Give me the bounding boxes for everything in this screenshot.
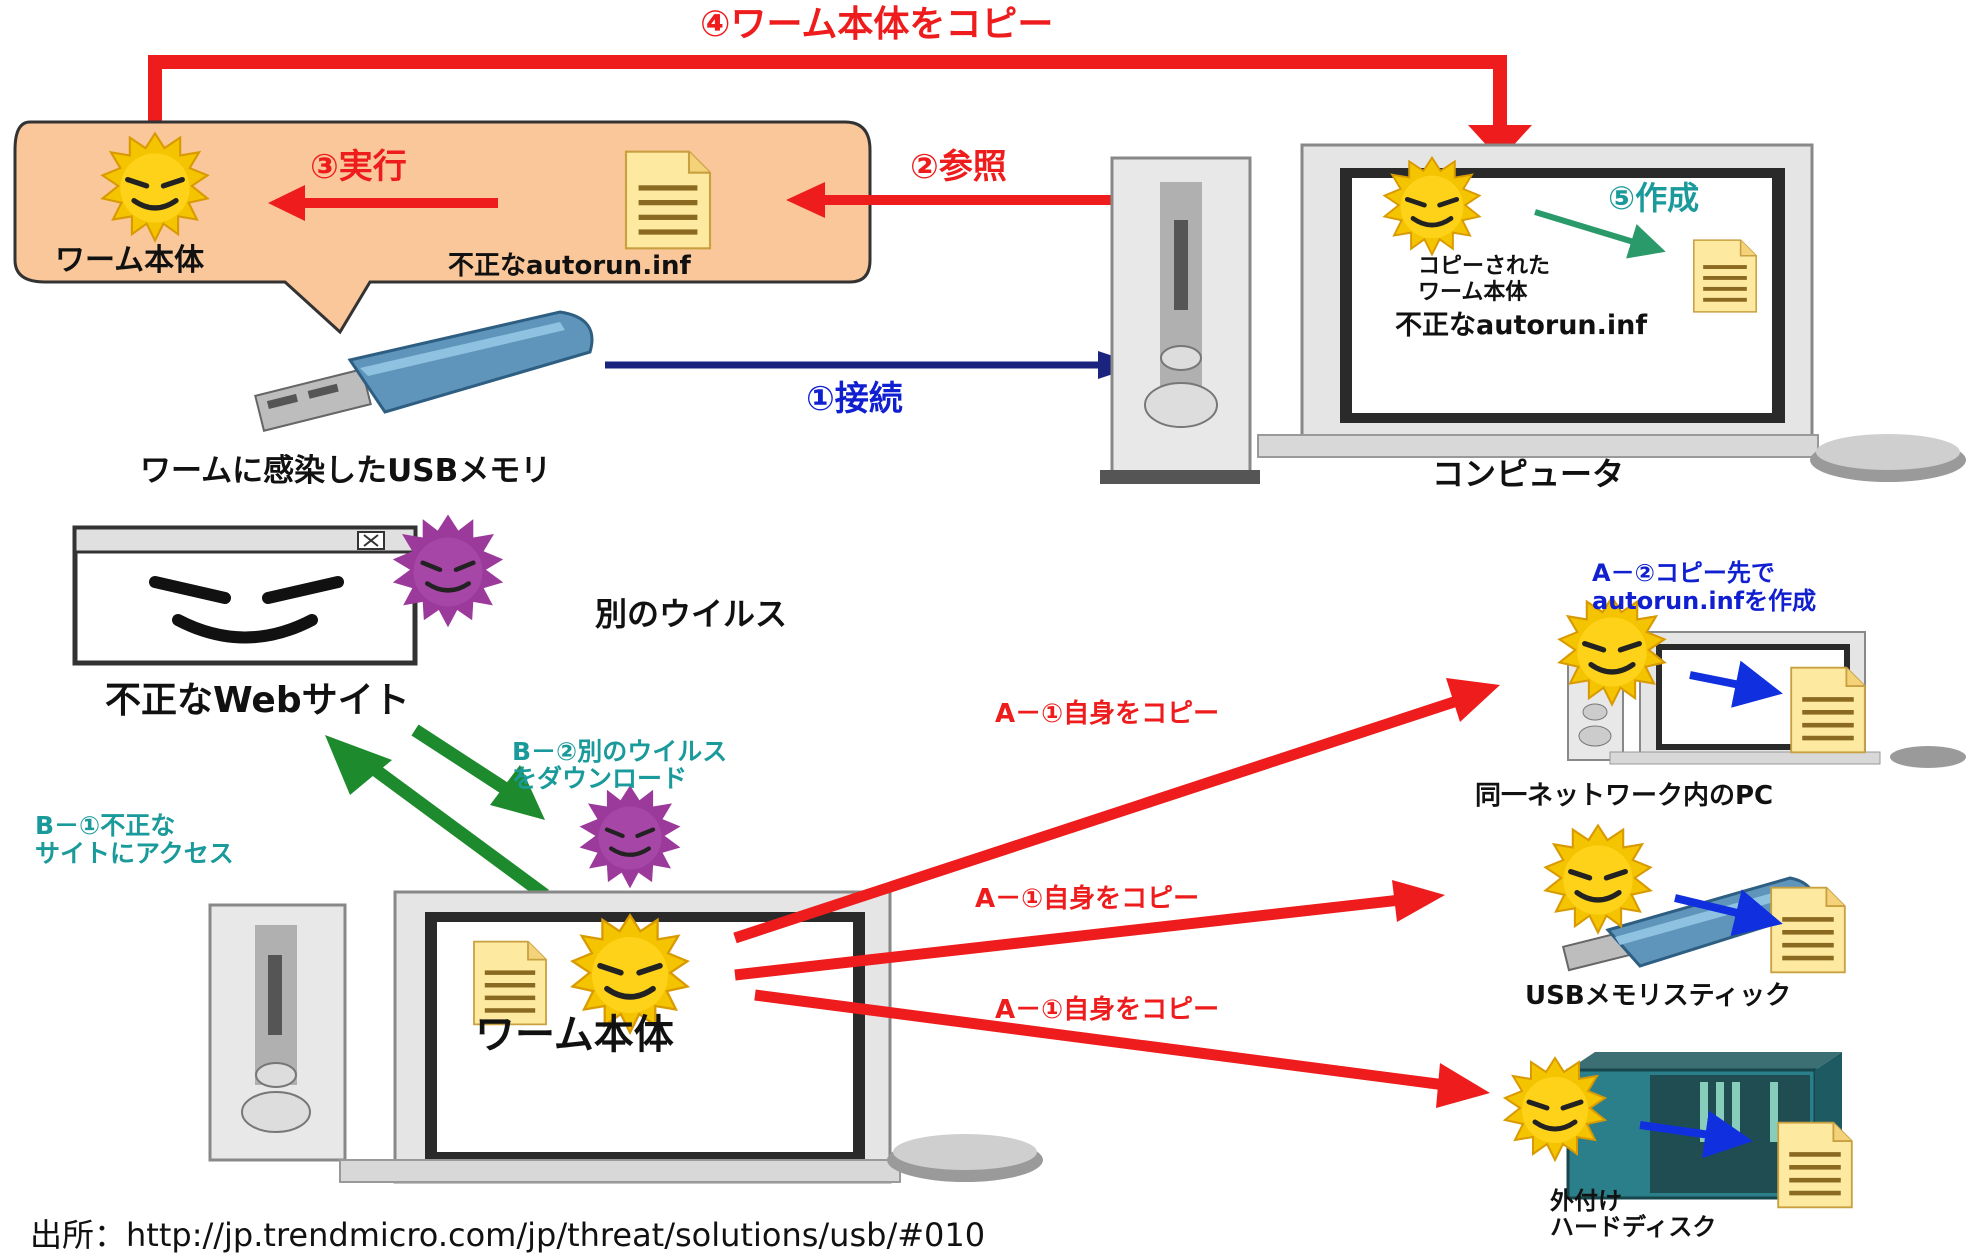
execute-arrow xyxy=(268,185,498,221)
network-pc-label: 同一ネットワーク内のPC xyxy=(1475,781,1774,811)
pc-autorun-label: 不正なautorun.inf xyxy=(1395,310,1648,341)
a2-label-line2: autorun.infを作成 xyxy=(1592,587,1817,615)
infected-worm-body-label: ワーム本体 xyxy=(475,1012,674,1058)
copy-self-label-1: A－①自身をコピー xyxy=(995,699,1220,729)
a2-label-line1: A－②コピー先で xyxy=(1592,559,1775,587)
hdd-label-line2: ハードディスク xyxy=(1550,1213,1717,1241)
execute-label: ③実行 xyxy=(310,147,407,187)
connect-arrow xyxy=(605,351,1140,379)
reference-arrow xyxy=(786,182,1142,218)
copied-worm-label-1: コピーされた xyxy=(1418,254,1551,279)
network-pc-blue-arrow xyxy=(1689,660,1783,708)
b2-label-line1: B－②別のウイルス xyxy=(512,737,728,766)
external-hdd-blue-arrow xyxy=(1639,1110,1753,1159)
copy-worm-label: ④ワーム本体をコピー xyxy=(700,4,1054,45)
download-virus-arrow xyxy=(411,724,545,820)
copy-self-label-3: A－①自身をコピー xyxy=(995,995,1220,1025)
copy-to-network-pc-arrow xyxy=(733,678,1500,944)
computer-label: コンピュータ xyxy=(1432,455,1625,493)
usb-stick-worm-icon xyxy=(1546,825,1651,932)
created-autorun-file-icon xyxy=(1693,239,1757,313)
downloaded-virus-icon xyxy=(580,786,681,889)
infected-computer-monitor xyxy=(339,890,1043,1184)
copy-worm-arrow xyxy=(148,55,1532,160)
external-hdd-file-icon xyxy=(1777,1121,1853,1209)
usb-stick-file-icon xyxy=(1770,886,1846,974)
bad-autorun-label: 不正なautorun.inf xyxy=(448,251,691,281)
infected-computer-tower xyxy=(208,903,347,1162)
create-arrow xyxy=(1534,209,1666,259)
access-site-arrow xyxy=(325,735,549,901)
copy-to-usb-arrow xyxy=(734,880,1445,981)
copy-self-label-2: A－①自身をコピー xyxy=(975,884,1200,914)
website-label: 不正なWebサイト xyxy=(105,680,410,721)
copied-worm-label-2: ワーム本体 xyxy=(1418,280,1528,305)
b2-label-line2: をダウンロード xyxy=(512,764,688,793)
b1-label-line2: サイトにアクセス xyxy=(35,839,234,868)
source-citation: 出所：http://jp.trendmicro.com/jp/threat/so… xyxy=(30,1216,986,1254)
other-virus-label: 別のウイルス xyxy=(595,595,788,633)
network-pc-file-icon xyxy=(1790,666,1866,754)
copy-to-hdd-arrow xyxy=(754,989,1490,1108)
autorun-file-icon xyxy=(624,150,712,250)
create-label: ⑤作成 xyxy=(1608,179,1700,217)
usb-memory-icon xyxy=(254,310,594,432)
b1-label-line1: B－①不正な xyxy=(35,811,176,840)
hdd-label-line1: 外付け xyxy=(1550,1187,1622,1215)
usb-stick-blue-arrow xyxy=(1674,889,1783,937)
usb-stick-label: USBメモリスティック xyxy=(1525,981,1792,1011)
worm-body-label: ワーム本体 xyxy=(55,243,205,278)
connect-label: ①接続 xyxy=(806,379,903,419)
computer-tower xyxy=(1100,156,1260,484)
malicious-website-window xyxy=(72,525,418,666)
reference-label: ②参照 xyxy=(910,147,1007,187)
usb-label: ワームに感染したUSBメモリ xyxy=(140,453,552,489)
